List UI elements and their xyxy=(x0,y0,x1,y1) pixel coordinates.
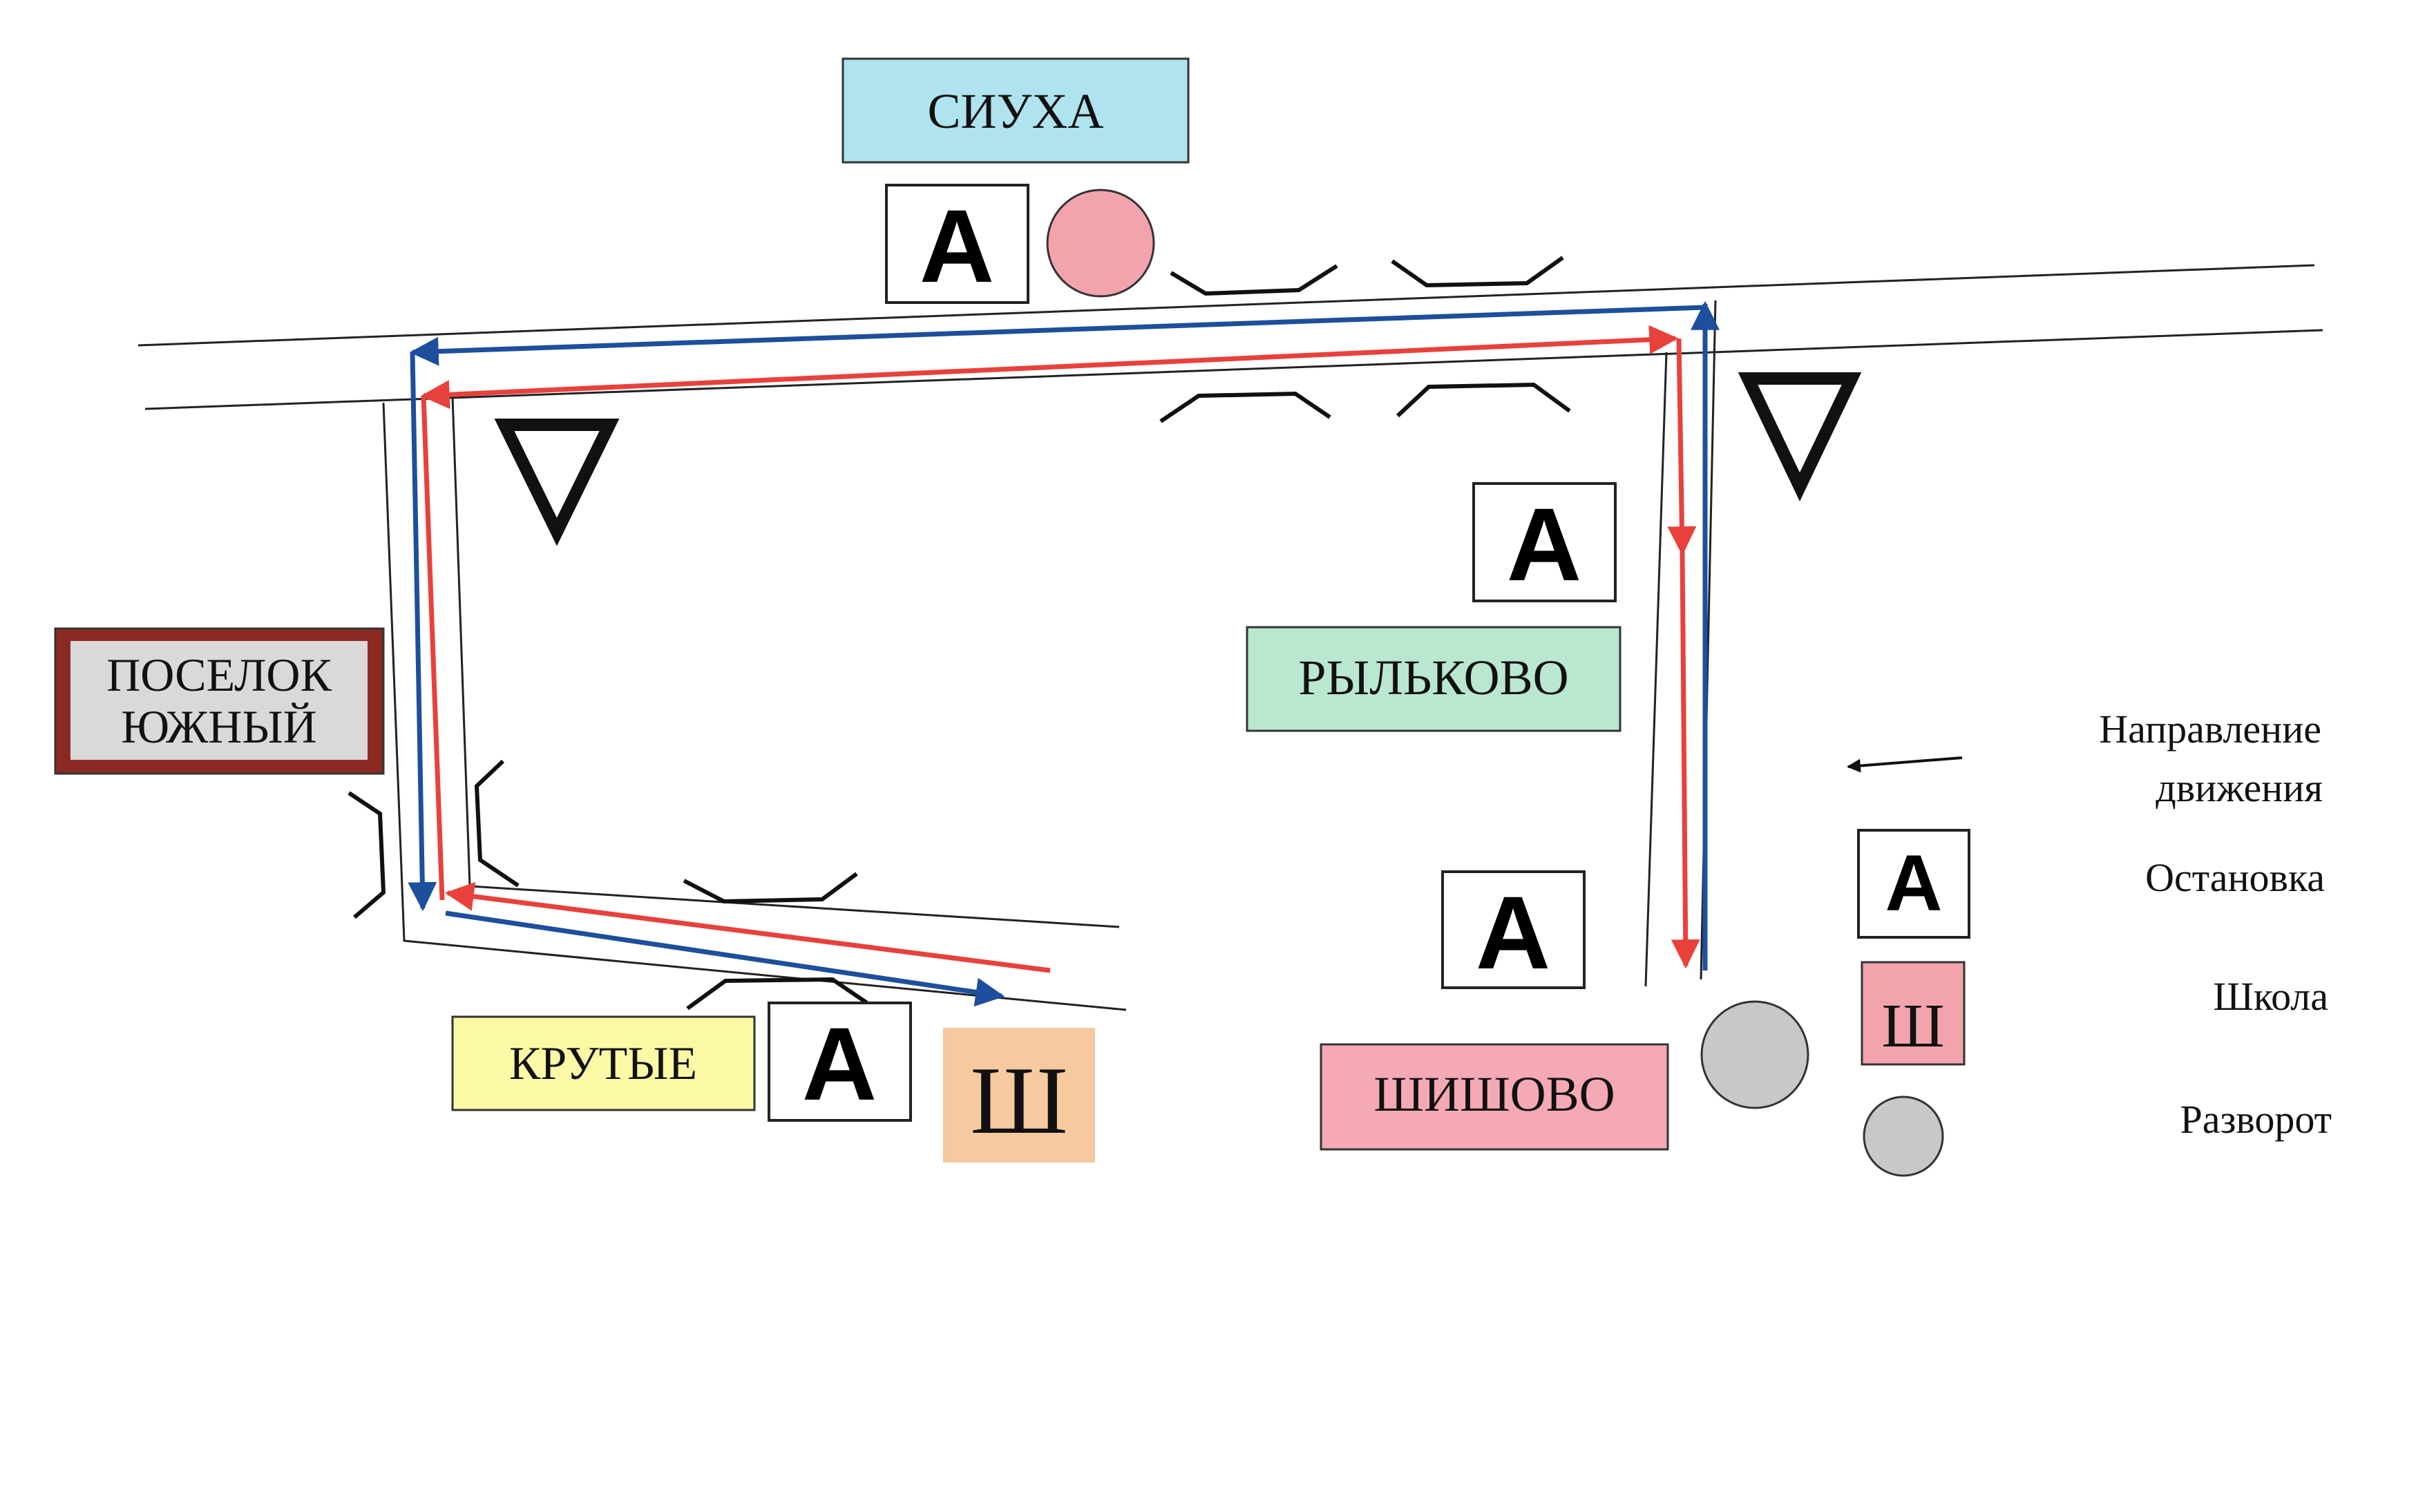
label-poselok-line1: ПОСЕЛОК xyxy=(106,649,332,701)
speed-bump-mark xyxy=(1396,382,1571,418)
legend-direction-arrow-icon xyxy=(1847,756,1963,773)
bus-stop-icon: A xyxy=(802,1006,877,1122)
label-poselok-yuzhny: ПОСЕЛОК ЮЖНЫЙ xyxy=(54,627,385,775)
speed-bump-mark xyxy=(1159,391,1331,423)
yield-sign-icon xyxy=(494,419,620,546)
speed-bump-mark xyxy=(683,872,858,904)
speed-bump-mark xyxy=(348,791,386,919)
school-icon: Ш xyxy=(970,1047,1067,1154)
legend-turnaround-icon xyxy=(1863,1095,1944,1177)
label-krutye-text: КРУТЫЕ xyxy=(509,1037,697,1089)
red-route-right-lower xyxy=(1671,552,1700,969)
speed-bump-mark xyxy=(1170,264,1338,296)
legend-school-label: Школа xyxy=(2213,974,2328,1019)
speed-bump-mark xyxy=(686,977,868,1011)
left-road-outer-edge xyxy=(382,402,1127,1011)
bus-stop-icon: A xyxy=(1507,486,1581,602)
bus-stop-rylkovo: A xyxy=(1472,482,1617,602)
bus-stop-shishovo: A xyxy=(1441,870,1586,991)
school-krutye: Ш xyxy=(943,1028,1095,1162)
label-siukha-text: СИУХА xyxy=(928,84,1104,139)
legend-turnaround-label: Разворот xyxy=(2180,1097,2332,1142)
roads xyxy=(137,264,2323,1011)
label-rylkovo: РЫЛЬКОВО xyxy=(1246,626,1622,732)
bus-stop-siukha: A xyxy=(885,184,1029,304)
legend: Направление движения A Остановка Ш Школа… xyxy=(1847,707,2332,1177)
bus-stop-icon: A xyxy=(920,188,994,304)
label-shishovo-text: ШИШОВО xyxy=(1373,1066,1615,1122)
legend-direction-line2: движения xyxy=(2156,765,2323,810)
label-krutye: КРУТЫЕ xyxy=(451,1015,756,1111)
legend-school-box xyxy=(1861,961,1966,1066)
red-route-left xyxy=(421,395,445,901)
turnaround-circle-shishovo xyxy=(1700,1000,1809,1109)
label-siukha: СИУХА xyxy=(841,57,1190,164)
bus-stop-icon: A xyxy=(1476,874,1550,991)
pink-circle-siukha xyxy=(1046,189,1155,298)
legend-direction-line1: Направление xyxy=(2099,707,2321,752)
label-rylkovo-text: РЫЛЬКОВО xyxy=(1298,650,1568,705)
legend-stop-box xyxy=(1857,829,1970,939)
yield-signs xyxy=(494,372,1862,546)
speed-bump-mark xyxy=(1391,256,1564,288)
bus-stop-krutye: A xyxy=(768,1002,912,1122)
yield-sign-icon xyxy=(1738,372,1862,501)
main-road-top-edge xyxy=(137,264,2315,347)
blue-route-left xyxy=(408,352,437,912)
red-route-right xyxy=(1667,338,1697,556)
red-route-top xyxy=(420,325,1679,410)
blue-route-bottom xyxy=(445,910,1005,1007)
legend-school-icon: Ш xyxy=(1882,992,1945,1060)
speed-bump-mark xyxy=(474,759,520,888)
routes xyxy=(408,300,1720,1007)
legend-bus-stop-icon: A xyxy=(1885,839,1942,928)
label-poselok-line2: ЮЖНЫЙ xyxy=(121,700,317,753)
legend-stop-label: Остановка xyxy=(2145,855,2325,900)
left-road-inner-edge xyxy=(451,396,1120,928)
right-road-left-edge xyxy=(1644,352,1668,987)
label-shishovo: ШИШОВО xyxy=(1320,1043,1669,1151)
red-route-bottom xyxy=(444,881,1051,973)
